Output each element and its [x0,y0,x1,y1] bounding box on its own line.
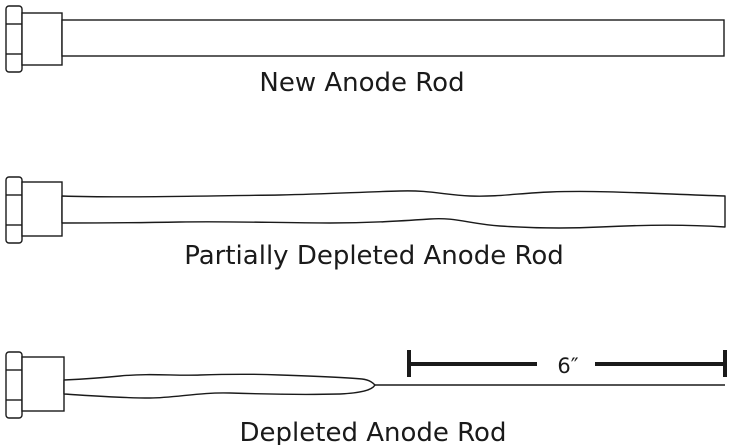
rod-collar [21,12,63,66]
rod-collar [21,356,65,412]
depleted-anode-rod: Depleted Anode Rod [5,351,725,445]
dimension-label: 6″ [557,354,578,378]
dimension-marker [407,350,727,377]
hex-head [5,5,63,73]
rod-body [63,373,376,399]
rod-collar [21,181,63,237]
rod-label: Depleted Anode Rod [240,418,507,445]
new-anode-rod: New Anode Rod [5,5,725,98]
hex-nut [5,5,23,73]
partially-depleted-anode-rod: Partially Depleted Anode Rod [5,176,726,271]
hex-head [5,351,65,419]
rod-body [61,190,726,229]
hex-head [5,176,63,244]
rod-body [61,19,725,57]
hex-nut [5,351,23,419]
hex-nut [5,176,23,244]
rod-label: Partially Depleted Anode Rod [184,241,564,271]
rod-label: New Anode Rod [259,68,464,98]
